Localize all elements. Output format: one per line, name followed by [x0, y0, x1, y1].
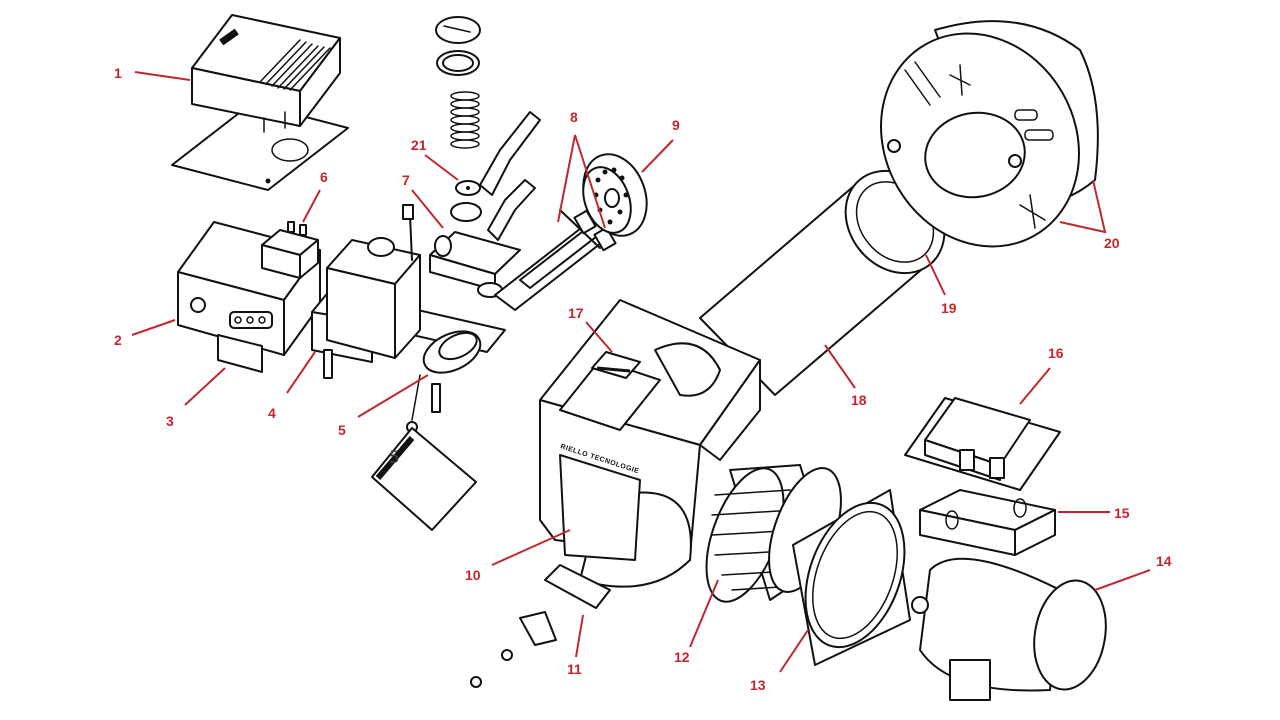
- leader-6: [302, 189, 321, 223]
- part-control-unit: [171, 14, 349, 191]
- overlay-number: 5: [389, 448, 400, 468]
- leader-17: [585, 321, 613, 353]
- part-ignition-transformer: [904, 397, 1061, 491]
- callout-17: 17: [568, 305, 584, 321]
- leader-14: [1094, 569, 1151, 591]
- part-burner-housing: RIELLO TECNOLOGIE: [539, 299, 761, 588]
- callout-20: 20: [1104, 235, 1120, 251]
- callout-14: 14: [1156, 553, 1172, 569]
- part-bracket: [217, 334, 263, 373]
- callout-3: 3: [166, 413, 174, 429]
- callout-19: 19: [941, 300, 957, 316]
- leader-8: [557, 134, 606, 229]
- part-manifold: [402, 111, 541, 298]
- leader-7: [411, 189, 444, 229]
- callout-8: 8: [570, 109, 578, 125]
- part-tag-label: [371, 427, 477, 531]
- part-motor-plate: [792, 489, 911, 666]
- leader-20: [1059, 179, 1107, 234]
- callout-7: 7: [402, 172, 410, 188]
- callout-15: 15: [1114, 505, 1130, 521]
- leader-3: [184, 367, 226, 406]
- callout-6: 6: [320, 169, 328, 185]
- callout-10: 10: [465, 567, 481, 583]
- part-valve-plate: [311, 237, 506, 413]
- callout-1: 1: [114, 65, 122, 81]
- leader-lines: [131, 71, 1151, 673]
- callout-18: 18: [851, 392, 867, 408]
- callout-11: 11: [567, 661, 582, 677]
- callout-4: 4: [268, 405, 276, 421]
- part-relay: [261, 221, 319, 279]
- part-transformer-bracket: [919, 489, 1056, 556]
- leader-13: [779, 629, 809, 673]
- callout-9: 9: [672, 117, 680, 133]
- part-pressure-switch: [406, 330, 482, 433]
- leader-1: [134, 71, 191, 81]
- leader-11: [575, 614, 584, 658]
- leader-16: [1019, 367, 1051, 405]
- gasket-plate: [171, 102, 349, 191]
- callout-5: 5: [338, 422, 346, 438]
- callout-21: 21: [411, 137, 427, 153]
- leader-21: [424, 154, 459, 181]
- part-mounting-flange: [880, 20, 1099, 248]
- leader-12: [689, 579, 719, 648]
- leader-18: [824, 344, 856, 389]
- part-air-shutter: [470, 564, 611, 688]
- leader-2: [131, 319, 176, 336]
- callout-16: 16: [1048, 345, 1064, 361]
- part-motor: [911, 557, 1107, 701]
- part-flame-head: [582, 153, 648, 237]
- part-rating-label: [591, 351, 641, 379]
- part-cap-and-spring: [435, 16, 481, 149]
- callout-12: 12: [674, 649, 690, 665]
- leader-10: [491, 529, 571, 566]
- leader-19: [925, 254, 946, 296]
- callout-2: 2: [114, 332, 122, 348]
- callout-13: 13: [750, 677, 766, 693]
- leader-4: [286, 351, 316, 394]
- leader-9: [641, 139, 674, 173]
- part-diaphragm: [455, 180, 481, 196]
- leader-5: [357, 374, 429, 418]
- callout-labels: 1 2 3 4 5 6 7 8 9 10 11 12 13 14 15 16 1…: [114, 65, 1172, 693]
